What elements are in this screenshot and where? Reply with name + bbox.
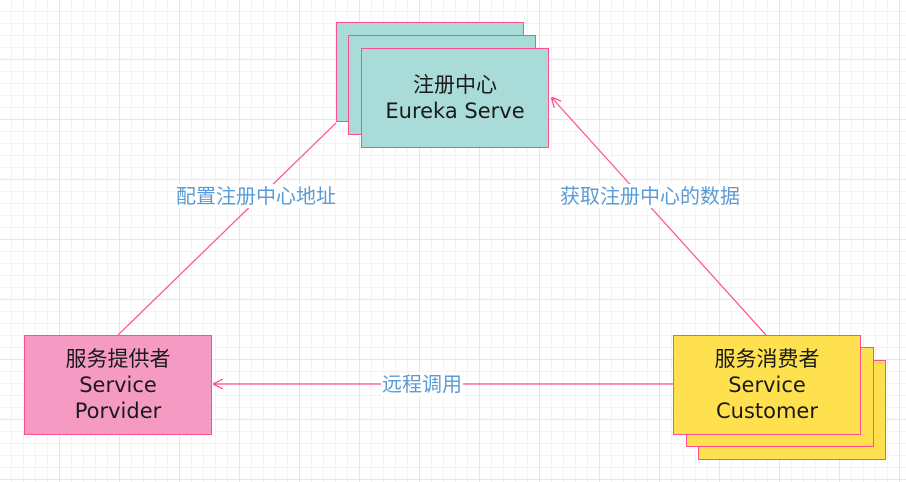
registry-node-text: 注册中心 Eureka Serve bbox=[361, 48, 549, 148]
provider-box bbox=[24, 335, 212, 435]
consumer-title: 服务消费者 bbox=[714, 347, 820, 371]
edge-label-remote-call: 远程调用 bbox=[381, 372, 463, 396]
edge-label-fetch: 获取注册中心的数据 bbox=[559, 184, 741, 208]
consumer-subtitle-1: Service bbox=[728, 373, 806, 397]
edge-label-register: 配置注册中心地址 bbox=[175, 184, 337, 208]
registry-stack-front bbox=[361, 48, 549, 148]
edge-consumer-to-registry bbox=[552, 98, 767, 336]
provider-node-text: 服务提供者 Service Porvider bbox=[24, 335, 212, 435]
provider-subtitle-2: Porvider bbox=[74, 399, 162, 423]
consumer-node-text: 服务消费者 Service Customer bbox=[673, 335, 861, 435]
registry-subtitle: Eureka Serve bbox=[385, 99, 525, 123]
consumer-subtitle-2: Customer bbox=[715, 399, 818, 423]
registry-title: 注册中心 bbox=[413, 73, 497, 97]
edge-provider-to-registry bbox=[117, 122, 337, 336]
provider-subtitle-1: Service bbox=[79, 373, 157, 397]
provider-title: 服务提供者 bbox=[65, 347, 171, 371]
consumer-stack-front bbox=[673, 335, 861, 435]
